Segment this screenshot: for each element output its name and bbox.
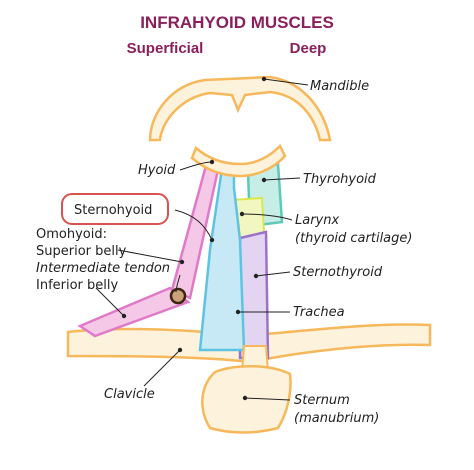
label-manubrium: (manubrium) xyxy=(294,411,379,426)
label-thyroid-cartilage: (thyroid cartilage) xyxy=(295,231,412,246)
subtitle-deep: Deep xyxy=(290,40,327,57)
intermediate-tendon xyxy=(169,287,187,305)
leader-intermediate-tendon xyxy=(175,274,181,293)
leader-mandible xyxy=(263,78,309,86)
sternohyoid-highlight-box xyxy=(61,193,169,225)
label-clavicle: Clavicle xyxy=(104,387,155,402)
label-superior-belly: Superior belly xyxy=(36,244,127,259)
leader-larynx xyxy=(241,213,293,221)
label-hyoid: Hyoid xyxy=(138,163,176,178)
label-omohyoid: Omohyoid: xyxy=(36,227,107,242)
leader-sternothyroid xyxy=(255,271,291,277)
label-larynx: Larynx xyxy=(295,213,339,228)
mandible-bone xyxy=(148,75,332,142)
label-inferior-belly: Inferior belly xyxy=(36,278,119,293)
leader-superior-belly xyxy=(117,249,183,263)
leader-sternohyoid xyxy=(174,209,213,241)
diagram-title: INFRAHYOID MUSCLES xyxy=(140,13,334,32)
leader-clavicle xyxy=(143,349,181,387)
leader-sternum xyxy=(244,397,291,401)
leader-thyrohyoid xyxy=(263,177,301,181)
hyoid-bone xyxy=(190,143,287,178)
label-sternohyoid: Sternohyoid xyxy=(74,203,152,218)
omohyoid-inferior-belly xyxy=(77,286,191,338)
leader-lines xyxy=(95,78,309,401)
label-thyrohyoid: Thyrohyoid xyxy=(303,172,377,187)
subtitle-superficial: Superficial xyxy=(127,40,204,57)
label-mandible: Mandible xyxy=(310,79,369,94)
label-sternum: Sternum xyxy=(294,393,350,408)
label-intermediate-tendon: Intermediate tendon xyxy=(36,261,170,276)
leader-inferior-belly xyxy=(95,287,125,317)
leader-dots xyxy=(121,76,267,401)
label-sternothyroid: Sternothyroid xyxy=(293,265,383,280)
label-trachea: Trachea xyxy=(293,305,345,320)
